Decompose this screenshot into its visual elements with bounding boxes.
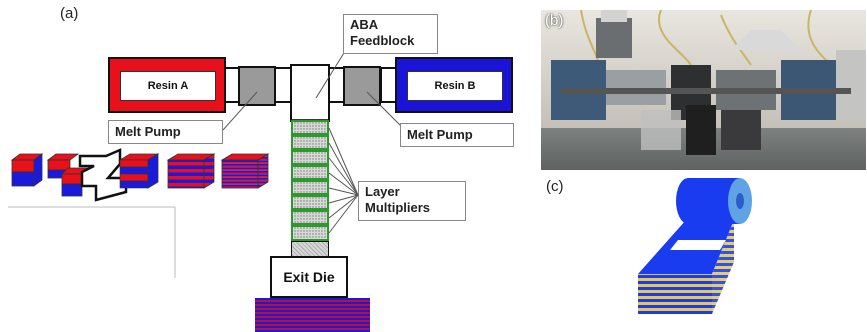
feedblock-label-line2: Feedblock [350, 33, 415, 48]
melt-pump-left-label: Melt Pump [115, 124, 181, 139]
extrusion-line-photo-drawing [541, 10, 866, 170]
melt-pump-left-callout: Melt Pump [108, 120, 223, 144]
panel-b-label: (b) [545, 12, 564, 29]
film-roll-cylinder [676, 178, 752, 224]
split-block-2 [46, 153, 89, 197]
layer-multipliers-label-line2: Multipliers [365, 200, 431, 215]
abs-feedblock [290, 64, 330, 122]
pipe-b-2 [380, 67, 397, 103]
multiplier-die-outline [78, 148, 128, 202]
recombined-block [118, 153, 160, 189]
resin-a-label: Resin A [147, 80, 189, 92]
layer-multipliers-callout: Layer Multipliers [358, 181, 466, 221]
split-block-1 [10, 153, 44, 187]
melt-pump-right-label: Melt Pump [407, 127, 473, 142]
layer-multiplication-schematic [10, 148, 270, 202]
resin-a-extruder: Resin A [108, 57, 226, 113]
layer-multipliers-graphic [290, 118, 330, 243]
exit-die: Exit Die [270, 256, 348, 298]
layer-multipliers-label-line1: Layer [365, 184, 400, 199]
feedblock-callout: ABA Feedblock [343, 14, 438, 54]
resin-a-label-box: Resin A [120, 71, 216, 101]
resin-b-label-box: Resin B [407, 71, 503, 101]
resin-b-label: Resin B [434, 80, 476, 92]
layer-multiplier-stack [290, 118, 330, 243]
panel-a-label: (a) [60, 5, 79, 22]
eight-layer-block [166, 153, 216, 189]
extruded-multilayer-film [255, 298, 370, 332]
resin-b-extruder: Resin B [395, 57, 513, 113]
feedblock-label-line1: ABA [350, 17, 379, 32]
film-roll-illustration [638, 178, 752, 314]
melt-pump-left [238, 66, 276, 106]
extrusion-line-photo [541, 10, 866, 170]
melt-pump-right-callout: Melt Pump [400, 123, 514, 147]
exit-die-label: Exit Die [283, 269, 335, 285]
panel-c-label: (c) [546, 178, 564, 195]
unrolled-film-sheet [638, 220, 734, 314]
sixteen-layer-block [220, 153, 270, 189]
